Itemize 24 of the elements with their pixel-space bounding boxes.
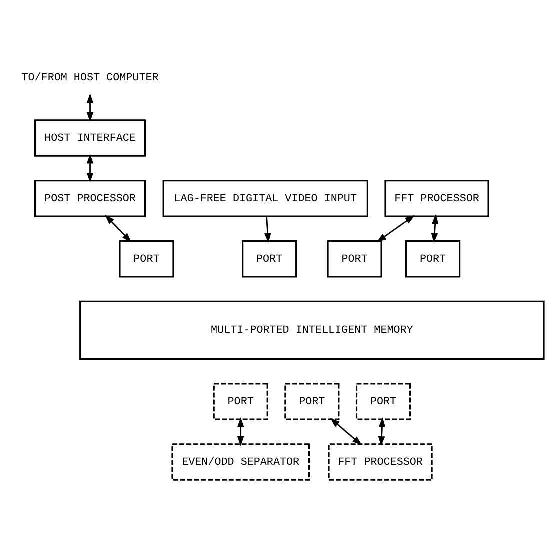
node-box: PORT xyxy=(284,382,340,420)
arrow xyxy=(86,93,94,122)
node-box: MULTI-PORTED INTELLIGENT MEMORY xyxy=(80,300,545,360)
node-box: HOST INTERFACE xyxy=(34,119,146,156)
node-box: PORT xyxy=(213,382,268,420)
node-box: FFT PROCESSOR xyxy=(328,443,433,480)
arrow xyxy=(264,216,272,243)
node-box: PORT xyxy=(119,240,174,278)
arrow xyxy=(376,214,415,242)
node-box: POST PROCESSOR xyxy=(34,180,146,217)
arrow xyxy=(86,154,94,182)
arrow xyxy=(105,214,132,242)
node-box: PORT xyxy=(242,240,298,278)
node-box: PORT xyxy=(327,240,382,278)
arrow xyxy=(330,418,362,445)
node-box: EVEN/ODD SEPARATOR xyxy=(172,443,310,480)
arrow xyxy=(237,417,244,446)
arrow xyxy=(378,417,386,446)
node-box: LAG-FREE DIGITAL VIDEO INPUT xyxy=(162,180,368,217)
node-box: FFT PROCESSOR xyxy=(384,180,490,217)
arrow xyxy=(431,214,439,243)
node-box: PORT xyxy=(406,240,461,278)
node-box: PORT xyxy=(356,382,412,420)
node-text: TO/FROM HOST COMPUTER xyxy=(22,72,159,84)
